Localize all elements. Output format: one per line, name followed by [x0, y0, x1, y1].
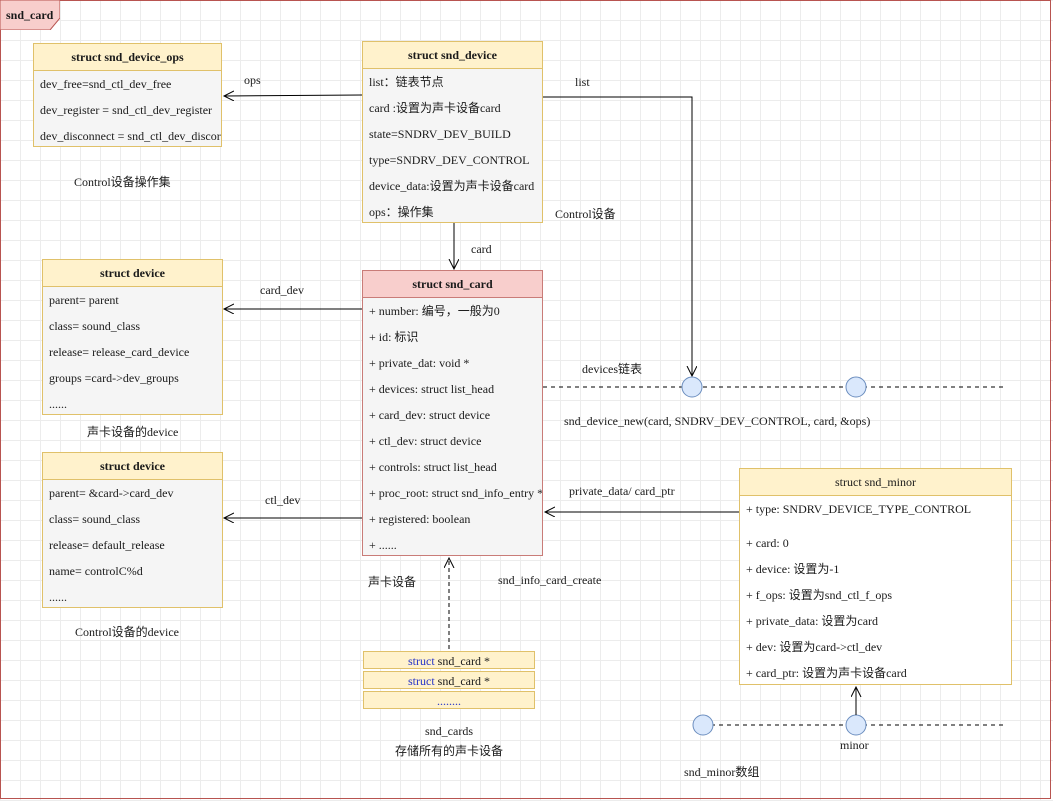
ctl-device-caption: Control设备的device: [75, 625, 179, 639]
snd-minor-array-label: snd_minor数组: [684, 765, 760, 779]
devices-list-node-1: [681, 376, 703, 398]
snd-cards-caption: snd_cards: [425, 724, 473, 738]
devices-list-label: devices链表: [582, 362, 642, 376]
snd-cards-entry: struct snd_card *: [363, 671, 535, 689]
snd-cards-description: 存储所有的声卡设备: [395, 744, 504, 758]
field-row: list：链表节点: [369, 75, 444, 89]
field-row: card :设置为声卡设备card: [369, 101, 501, 115]
ctl-dev-edge-label: ctl_dev: [265, 493, 301, 507]
devices-list-node-2: [845, 376, 867, 398]
field-row: + registered: boolean: [369, 512, 471, 526]
field-row: dev_disconnect = snd_ctl_dev_discor: [40, 129, 221, 143]
card-device-caption: 声卡设备的device: [87, 425, 179, 439]
snd-cards-entry: ........: [363, 691, 535, 709]
list-arrow: [542, 96, 692, 376]
ops-box-caption: Control设备操作集: [74, 175, 171, 189]
field-row: ......: [49, 590, 67, 604]
entry-ellipsis: ........: [437, 694, 461, 708]
field-row: + devices: struct list_head: [369, 382, 495, 396]
entry-type: snd_card *: [434, 674, 490, 688]
frame-title: snd_card: [6, 8, 54, 22]
entry-type: snd_card *: [434, 654, 490, 668]
snd-info-card-create-label: snd_info_card_create: [498, 573, 602, 587]
field-row: + controls: struct list_head: [369, 460, 497, 474]
field-row: + number: 编号，一般为0: [369, 304, 500, 318]
struct-keyword: struct: [408, 674, 435, 688]
field-row: + type: SNDRV_DEVICE_TYPE_CONTROL: [746, 502, 972, 516]
frame-title-tab: [0, 0, 60, 30]
field-row: release= release_card_device: [49, 345, 190, 359]
ops-arrow: [224, 95, 363, 96]
field-row: state=SNDRV_DEV_BUILD: [369, 127, 511, 141]
card-edge-label: card: [471, 242, 492, 256]
field-row: + card: 0: [746, 536, 789, 550]
field-row: + proc_root: struct snd_info_entry *: [369, 486, 542, 500]
field-row: dev_register = snd_ctl_dev_register: [40, 103, 213, 117]
snd-device-box: struct snd_device list：链表节点 card :设置为声卡设…: [362, 41, 543, 223]
snd-device-ops-title: struct snd_device_ops: [34, 44, 221, 71]
card-dev-edge-label: card_dev: [260, 283, 304, 297]
field-row: + device: 设置为-1: [746, 562, 840, 576]
snd-card-title: struct snd_card: [363, 271, 542, 298]
field-row: dev_free=snd_ctl_dev_free: [40, 77, 172, 91]
snd-device-title: struct snd_device: [363, 42, 542, 69]
snd-device-ops-box: struct snd_device_ops dev_free=snd_ctl_d…: [33, 43, 222, 147]
card-device-title: struct device: [43, 260, 222, 287]
ctl-device-title: struct device: [43, 453, 222, 480]
field-row: class= sound_class: [49, 512, 141, 526]
field-row: + dev: 设置为card->ctl_dev: [746, 640, 883, 654]
field-row: + ......: [369, 538, 397, 552]
field-row: ......: [49, 397, 67, 411]
field-row: device_data:设置为声卡设备card: [369, 179, 535, 193]
field-row: groups =card->dev_groups: [49, 371, 179, 385]
ctl-device-box: struct device parent= &card->card_dev cl…: [42, 452, 223, 608]
minor-array-node-2: [845, 714, 867, 736]
ops-edge-label: ops: [244, 73, 261, 87]
field-row: name= controlC%d: [49, 564, 143, 578]
card-device-box: struct device parent= parent class= soun…: [42, 259, 223, 415]
field-row: parent= parent: [49, 293, 119, 307]
snd-device-new-label: snd_device_new(card, SNDRV_DEV_CONTROL, …: [564, 414, 871, 428]
snd-device-caption: Control设备: [555, 207, 616, 221]
field-row: + card_dev: struct device: [369, 408, 491, 422]
field-row: class= sound_class: [49, 319, 141, 333]
field-row: + card_ptr: 设置为声卡设备card: [746, 666, 907, 680]
field-row: parent= &card->card_dev: [49, 486, 174, 500]
snd-card-caption: 声卡设备: [368, 575, 417, 589]
minor-array-node-1: [692, 714, 714, 736]
field-row: release= default_release: [49, 538, 165, 552]
minor-label: minor: [840, 738, 869, 752]
field-row: type=SNDRV_DEV_CONTROL: [369, 153, 530, 167]
snd-minor-box: struct snd_minor + type: SNDRV_DEVICE_TY…: [739, 468, 1012, 685]
struct-keyword: struct: [408, 654, 435, 668]
field-row: ops：操作集: [369, 205, 434, 219]
field-row: + f_ops: 设置为snd_ctl_f_ops: [746, 588, 893, 602]
field-row: + ctl_dev: struct device: [369, 434, 482, 448]
field-row: + private_dat: void *: [369, 356, 470, 370]
snd-card-box: struct snd_card + number: 编号，一般为0 + id: …: [362, 270, 543, 556]
field-row: + id: 标识: [369, 330, 419, 344]
snd-minor-title: struct snd_minor: [740, 469, 1011, 496]
snd-cards-entry: struct snd_card *: [363, 651, 535, 669]
field-row: + private_data: 设置为card: [746, 614, 879, 628]
private-data-edge-label: private_data/ card_ptr: [569, 484, 675, 498]
list-edge-label: list: [575, 75, 590, 89]
